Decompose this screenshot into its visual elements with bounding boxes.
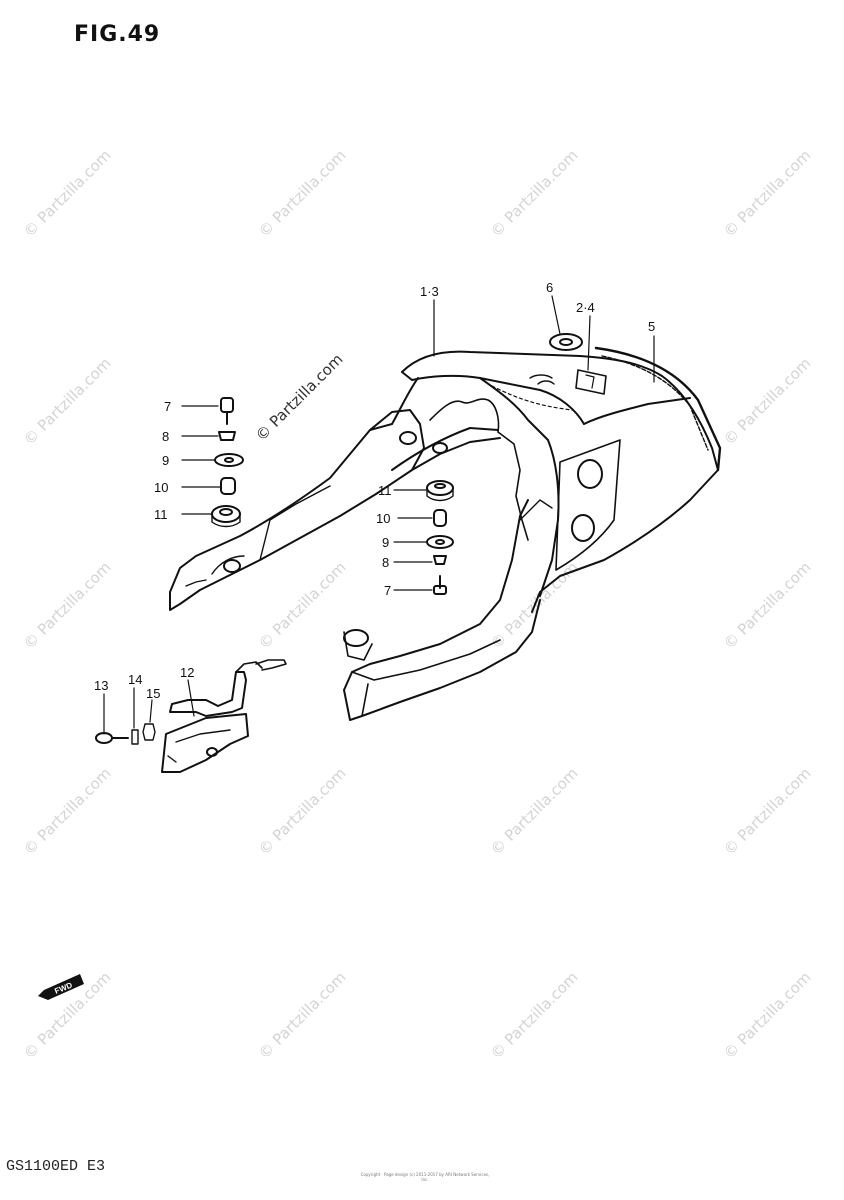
cushion	[537, 333, 583, 385]
footer-copyright: Copyright · Page design (c) 2011-2017 by…	[360, 1172, 490, 1182]
label-part-9-left: 9	[162, 453, 169, 468]
figure-title: FIG.49	[74, 22, 161, 47]
forward-arrow-label: FWD	[53, 981, 73, 996]
label-part-8-left: 8	[162, 429, 169, 444]
label-part-12: 12	[180, 665, 194, 680]
label-part-9-right: 9	[382, 535, 389, 550]
left-hardware-stack	[211, 397, 244, 528]
label-part-11-right: 11	[378, 483, 392, 498]
left-frame-arm	[169, 398, 529, 611]
seat-lock-assembly	[161, 659, 287, 773]
right-hardware-stack	[426, 480, 454, 595]
label-part-13: 13	[94, 678, 108, 693]
seat-tail-cover	[391, 350, 719, 613]
model-code: GS1100ED E3	[6, 1158, 106, 1175]
label-part-2-4: 2·4	[576, 300, 595, 315]
label-part-11-left: 11	[154, 507, 168, 522]
label-part-7-left: 7	[164, 399, 171, 414]
right-frame-arm	[343, 499, 553, 721]
part-number-labels: 1·3 6 2·4 5 7 8 9 10 11 11 10 9 8 7 12 1…	[94, 280, 655, 701]
label-part-5: 5	[648, 319, 655, 334]
lock-fasteners	[95, 723, 156, 745]
label-part-15: 15	[146, 686, 160, 701]
label-part-7-right: 7	[384, 583, 391, 598]
trim-strip	[594, 346, 722, 472]
label-part-10-right: 10	[376, 511, 390, 526]
label-part-14: 14	[128, 672, 142, 687]
label-part-8-right: 8	[382, 555, 389, 570]
label-part-6: 6	[546, 280, 553, 295]
leader-lines	[103, 295, 655, 735]
label-part-1-3: 1·3	[420, 284, 439, 299]
label-part-10-left: 10	[154, 480, 168, 495]
emblem	[575, 369, 607, 395]
forward-arrow-icon: FWD	[38, 974, 84, 1000]
